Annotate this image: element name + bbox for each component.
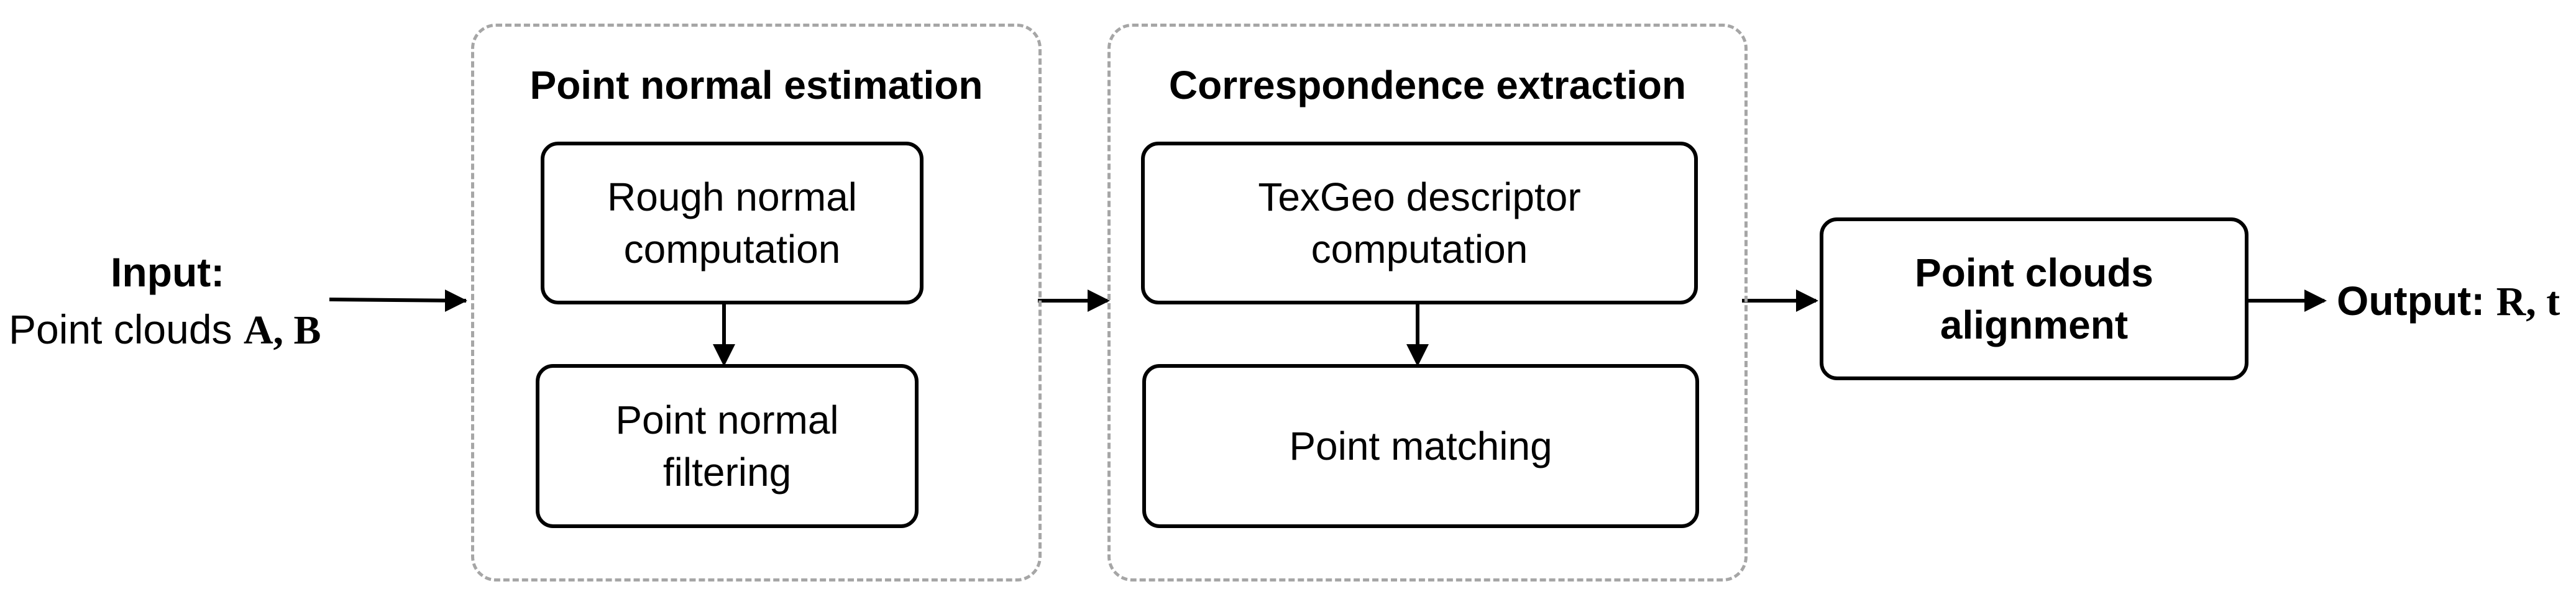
texgeo-descriptor-computation-box: TexGeo descriptor computation bbox=[1141, 142, 1698, 304]
group-point-normal-estimation bbox=[471, 24, 1042, 581]
group-title-correspondence-extraction: Correspondence extraction bbox=[1168, 63, 1687, 107]
output-label: Output: bbox=[2337, 278, 2496, 324]
alignment-line1: Point clouds bbox=[1915, 250, 2153, 295]
input-text-prefix: Point clouds bbox=[9, 306, 244, 352]
texgeo-line2: computation bbox=[1311, 227, 1528, 271]
filtering-line1: Point normal bbox=[615, 398, 839, 442]
filtering-line2: filtering bbox=[662, 450, 792, 495]
input-text: Point clouds A, B bbox=[9, 306, 321, 354]
arrow-input-to-normal bbox=[329, 298, 467, 303]
group-title-point-normal-estimation: Point normal estimation bbox=[529, 63, 983, 107]
point-clouds-alignment-box: Point clouds alignment bbox=[1820, 217, 2248, 380]
input-math: A, B bbox=[243, 308, 321, 353]
rough-normal-line1: Rough normal bbox=[607, 175, 857, 219]
output-math: R, t bbox=[2496, 279, 2560, 324]
alignment-line2: alignment bbox=[1940, 303, 2129, 347]
texgeo-line1: TexGeo descriptor bbox=[1258, 175, 1581, 219]
point-matching-box: Point matching bbox=[1142, 364, 1699, 528]
output-text: Output: R, t bbox=[2337, 277, 2560, 326]
rough-normal-line2: computation bbox=[623, 227, 841, 271]
input-label: Input: bbox=[111, 249, 225, 295]
point-matching-line1: Point matching bbox=[1289, 424, 1552, 468]
group-correspondence-extraction bbox=[1107, 24, 1748, 581]
rough-normal-computation-box: Rough normal computation bbox=[541, 142, 924, 304]
point-normal-filtering-box: Point normal filtering bbox=[536, 364, 919, 528]
